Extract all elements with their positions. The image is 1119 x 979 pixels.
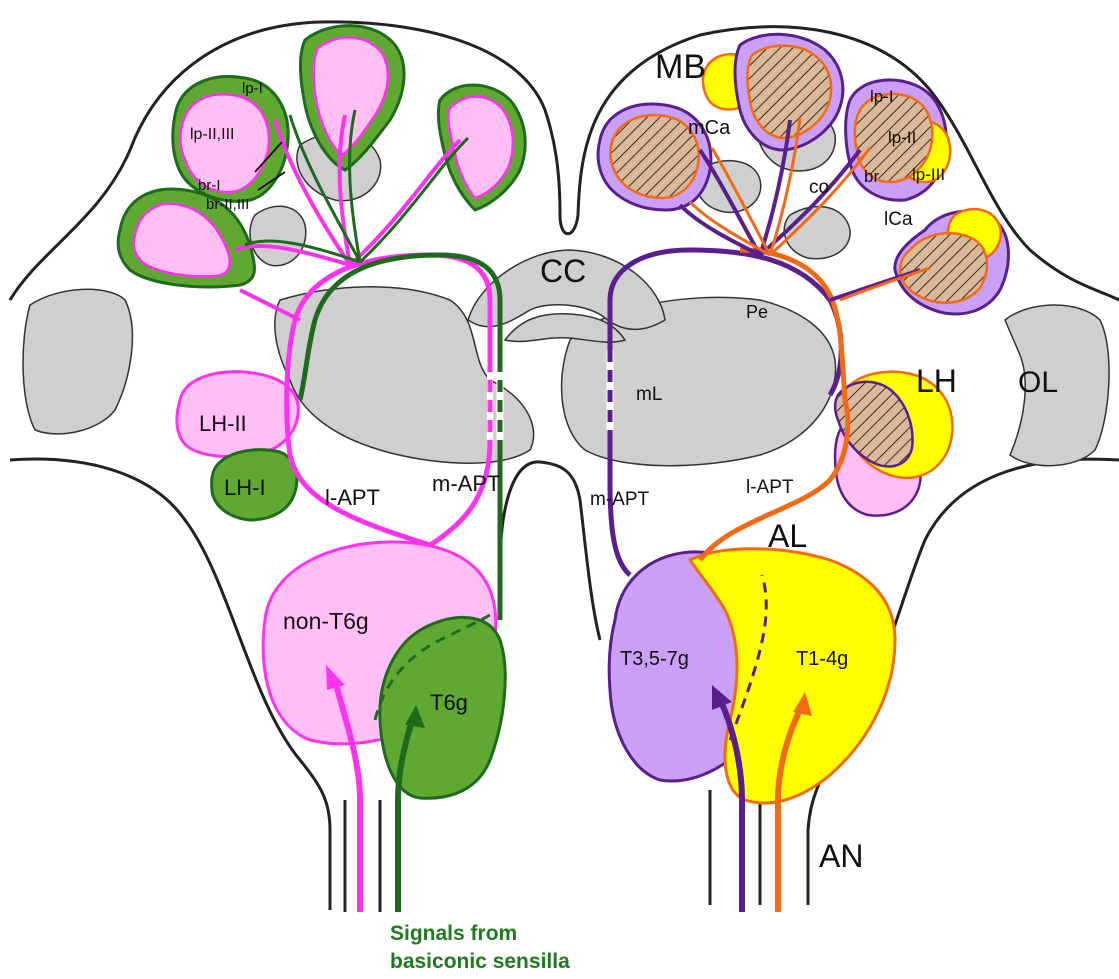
label-lh-right: LH (916, 363, 957, 399)
label-lapt-left: l-APT (325, 485, 380, 510)
label-lp1-right: lp-I (870, 87, 894, 106)
label-lp3-right: lp-III (912, 165, 945, 184)
label-mapt-right: m-APT (590, 489, 650, 510)
midline-notch (500, 462, 600, 640)
brain-outline-lower (10, 459, 1119, 910)
label-an: AN (819, 838, 863, 874)
label-co: co (809, 177, 829, 198)
label-ml: mL (636, 384, 662, 405)
label-br1: br-I (198, 177, 221, 194)
label-t6g: T6g (430, 690, 468, 715)
caption-line-1: Signals from (390, 922, 517, 945)
label-al: AL (768, 518, 807, 554)
label-pe: Pe (746, 302, 768, 322)
label-mapt-left: m-APT (432, 471, 500, 496)
label-non-t6g: non-T6g (283, 608, 369, 634)
label-lh1: LH-I (224, 475, 266, 500)
caption-line-2: basiconic sensilla (390, 950, 570, 973)
label-cc: CC (540, 253, 586, 289)
label-t357g: T3,5-7g (620, 648, 689, 670)
left-calyx-upper-pink (180, 94, 268, 192)
label-lh2: LH-II (199, 411, 247, 436)
label-br-right: br (864, 167, 879, 186)
label-lp1-left: lp-I (242, 80, 263, 97)
label-mca: mCa (688, 117, 731, 139)
label-ol: OL (1018, 366, 1058, 399)
label-lca: lCa (884, 209, 913, 230)
nerve-lines (345, 790, 760, 912)
label-lp23-left: lp-II,III (190, 126, 234, 143)
label-lp2-right: lp-II (888, 128, 916, 147)
label-t14g: T1-4g (796, 648, 848, 670)
label-lapt-right: l-APT (746, 477, 794, 498)
label-mb: MB (655, 48, 706, 86)
label-br23: br-II,III (206, 196, 249, 213)
left-optic-lobe (23, 289, 132, 434)
